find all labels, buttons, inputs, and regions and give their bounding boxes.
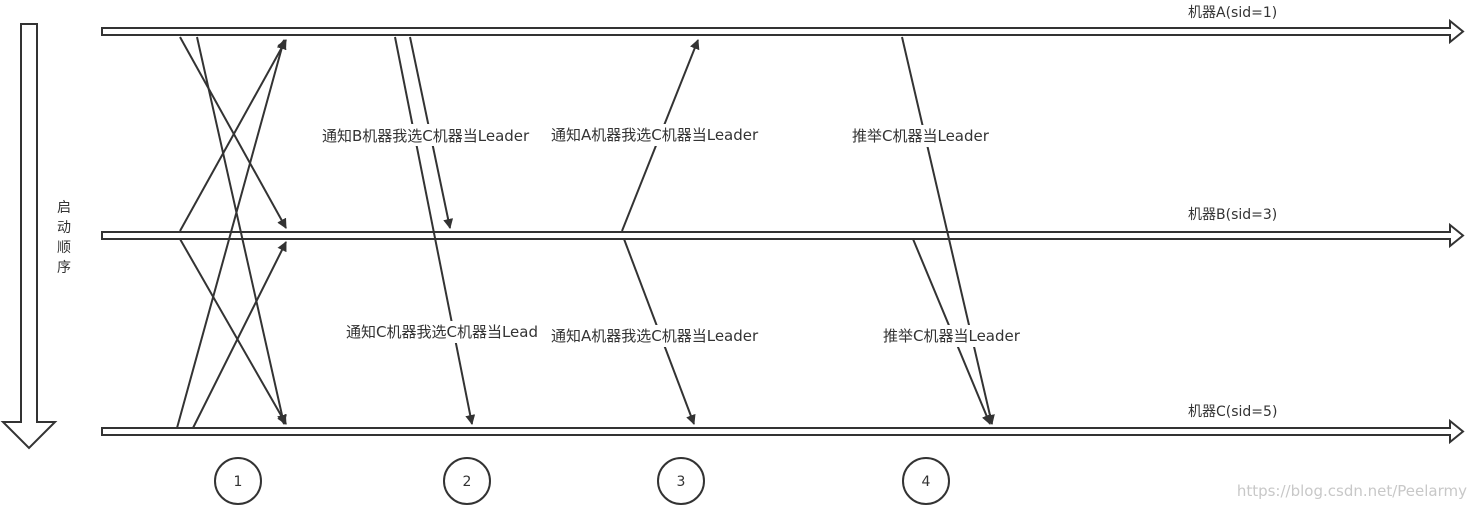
message-label: 通知A机器我选C机器当Leader <box>551 327 759 345</box>
startup-order-char: 动 <box>57 220 71 236</box>
message-arrow <box>179 39 287 232</box>
step-marker: 2 <box>443 457 491 505</box>
phase-4-messages <box>901 36 995 425</box>
machine-b-label: 机器B(sid=3) <box>1188 207 1277 223</box>
startup-order-char: 启 <box>57 200 71 216</box>
message-label: 通知B机器我选C机器当Leader <box>322 127 530 145</box>
phase-1-messages <box>176 36 287 429</box>
startup-order-arrow <box>0 23 58 450</box>
step-number: 2 <box>463 474 472 490</box>
message-arrow <box>394 36 476 425</box>
timeline-machine-a <box>101 18 1465 45</box>
timeline-machine-b <box>101 222 1465 249</box>
step-marker: 1 <box>214 457 262 505</box>
message-arrow <box>196 36 287 425</box>
message-arrow <box>901 36 995 425</box>
message-arrow <box>176 39 287 429</box>
step-marker: 3 <box>657 457 705 505</box>
step-marker: 4 <box>902 457 950 505</box>
startup-order-label: 启 动 顺 序 <box>57 200 71 276</box>
startup-order-char: 序 <box>57 260 71 276</box>
step-number: 4 <box>922 474 931 490</box>
watermark: https://blog.csdn.net/Peelarmy <box>1237 482 1467 500</box>
machine-c-label: 机器C(sid=5) <box>1188 404 1277 420</box>
message-arrow <box>179 36 287 229</box>
startup-order-char: 顺 <box>57 240 71 256</box>
message-label: 通知C机器我选C机器当Lead <box>346 323 538 341</box>
message-label: 推举C机器当Leader <box>883 327 1021 345</box>
timeline-machine-c <box>101 418 1465 445</box>
step-number: 3 <box>677 474 686 490</box>
message-label: 通知A机器我选C机器当Leader <box>551 126 759 144</box>
step-number: 1 <box>234 474 243 490</box>
phase-2-messages <box>394 36 476 425</box>
message-arrow <box>192 241 287 429</box>
machine-a-label: 机器A(sid=1) <box>1188 5 1277 21</box>
message-arrow <box>179 238 287 425</box>
message-label: 推举C机器当Leader <box>852 127 990 145</box>
